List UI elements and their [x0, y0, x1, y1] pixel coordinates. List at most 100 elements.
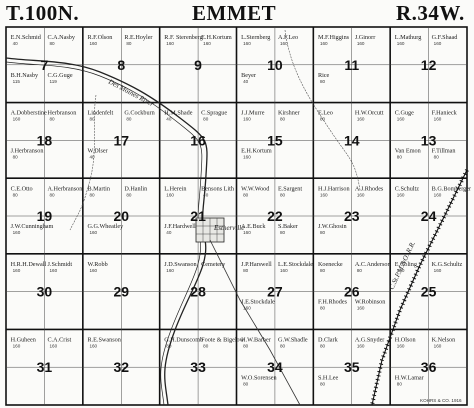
owner-acreage: 80 — [243, 268, 249, 273]
owner-name: A.F.Leo — [278, 34, 298, 41]
owner-name: Bensons Lith — [201, 185, 235, 192]
owner-name: E.H.Kortum — [201, 34, 232, 41]
owner-name: H.J.Harrison — [318, 185, 350, 192]
owner-acreage: 160 — [280, 268, 288, 273]
owner-acreage: 160 — [243, 41, 251, 46]
owner-acreage: 160 — [434, 192, 442, 197]
town-name: Estherville — [213, 224, 244, 232]
owner-acreage: 160 — [357, 117, 365, 122]
section-23: 23H.J.Harrison160A.J.Rhodes160J.W.Ghosin… — [318, 185, 384, 235]
owner-name: A.Dobberstine — [11, 110, 48, 117]
range-label: R.34W. — [396, 1, 465, 25]
owner-acreage: 80 — [320, 381, 326, 386]
owner-acreage: 160 — [434, 343, 442, 348]
owner-name: H.M.Shade — [164, 110, 192, 117]
owner-name: G.Cockburn — [124, 110, 154, 117]
section-number: 27 — [267, 284, 283, 300]
owner-name: H.W.Orcutt — [355, 110, 384, 117]
owner-acreage: 40 — [243, 79, 249, 84]
owner-name: R.E.Hoyler — [124, 34, 152, 41]
owner-acreage: 80 — [203, 343, 209, 348]
section-number: 14 — [344, 132, 360, 148]
section-26: 26Koenecke80A.C.Anderson80F.H.Rhodes80W.… — [318, 261, 391, 311]
owner-acreage: 80 — [243, 192, 249, 197]
section-number: 32 — [113, 359, 129, 375]
owner-name: L.Sternberg — [241, 34, 270, 41]
owner-acreage: 80 — [320, 117, 326, 122]
sections-layer: 7E.N.Schmid40C.A.Nasby80B.H.Nasby115C.G.… — [11, 34, 471, 386]
owner-name: R.F.Olson — [87, 34, 112, 41]
owner-name: K.Nelson — [432, 336, 456, 343]
owner-acreage: 80 — [243, 381, 249, 386]
owner-name: G.H.Dunscomb — [164, 336, 203, 343]
owner-name: H.Olson — [395, 336, 416, 343]
section-number: 16 — [190, 132, 206, 148]
owner-name: E.Leo — [318, 110, 333, 117]
owner-name: C.E.Otto — [11, 185, 33, 192]
owner-acreage: 160 — [13, 343, 21, 348]
owner-acreage: 160 — [320, 41, 328, 46]
owner-name: H.Guheen — [11, 336, 36, 343]
township-label: T.100N. — [6, 1, 80, 25]
owner-acreage: 160 — [397, 268, 405, 273]
owner-acreage: 80 — [243, 343, 249, 348]
owner-acreage: 119 — [49, 79, 57, 84]
section-number: 36 — [421, 359, 437, 375]
section-27: 27J.P.Harswell80L.E.Stockdale160J.E.Stoc… — [241, 261, 313, 311]
owner-name: Beyer — [241, 72, 256, 79]
owner-name: A.Herbranson — [47, 185, 82, 192]
owner-name: G.F.Shaad — [432, 34, 459, 41]
owner-name: D.Hanlin — [124, 185, 147, 192]
railroad-ties — [370, 169, 469, 406]
owner-name: J.W.Cunningham — [11, 223, 54, 230]
owner-name: Herbranson — [47, 110, 76, 117]
owner-name: K.G.Schultz — [432, 261, 463, 268]
section-number: 25 — [421, 284, 437, 300]
owner-name: F.H.Rhodes — [318, 299, 348, 306]
section-number: 21 — [190, 208, 206, 224]
owner-acreage: 80 — [49, 192, 55, 197]
owner-acreage: 80 — [320, 306, 326, 311]
owner-name: E.Sargent — [278, 185, 302, 192]
owner-acreage: 160 — [89, 343, 97, 348]
owner-name: G.G.Wheatley — [87, 223, 124, 230]
owner-acreage: 160 — [166, 41, 174, 46]
owner-name: R.E.Swanson — [87, 336, 120, 343]
owner-acreage: 80 — [49, 41, 55, 46]
owner-acreage: 80 — [320, 343, 326, 348]
owner-name: J.E.Stockdale — [241, 299, 275, 306]
owner-acreage: 160 — [397, 41, 405, 46]
owner-acreage: 160 — [397, 117, 405, 122]
section-number: 23 — [344, 208, 360, 224]
section-7: 7E.N.Schmid40C.A.Nasby80B.H.Nasby115C.G.… — [11, 34, 76, 84]
owner-name: J.F.Hardwell — [164, 223, 196, 230]
owner-name: Kirshner — [278, 110, 300, 117]
owner-name: B.H.Nasby — [11, 72, 39, 79]
owner-acreage: 80 — [203, 117, 209, 122]
owner-name: A.J.Rhodes — [355, 185, 384, 192]
owner-acreage: 80 — [49, 117, 55, 122]
river-line — [5, 57, 208, 406]
owner-acreage: 80 — [13, 154, 19, 159]
owner-acreage: 80 — [89, 192, 95, 197]
owner-acreage: 160 — [434, 117, 442, 122]
owner-acreage: 80 — [126, 192, 132, 197]
owner-acreage: 80 — [357, 268, 363, 273]
section-number: 9 — [194, 57, 202, 73]
owner-acreage: 160 — [13, 117, 21, 122]
owner-acreage: 160 — [49, 343, 57, 348]
owner-acreage: 80 — [280, 192, 286, 197]
owner-name: G.W.Shadle — [278, 336, 308, 343]
owner-acreage: 160 — [243, 117, 251, 122]
owner-acreage: 160 — [357, 192, 365, 197]
owner-name: Foote & Bigelow — [201, 336, 244, 343]
section-number: 13 — [421, 132, 437, 148]
owner-name: C.Sprague — [201, 110, 227, 117]
owner-name: W.Dlser — [87, 147, 107, 154]
